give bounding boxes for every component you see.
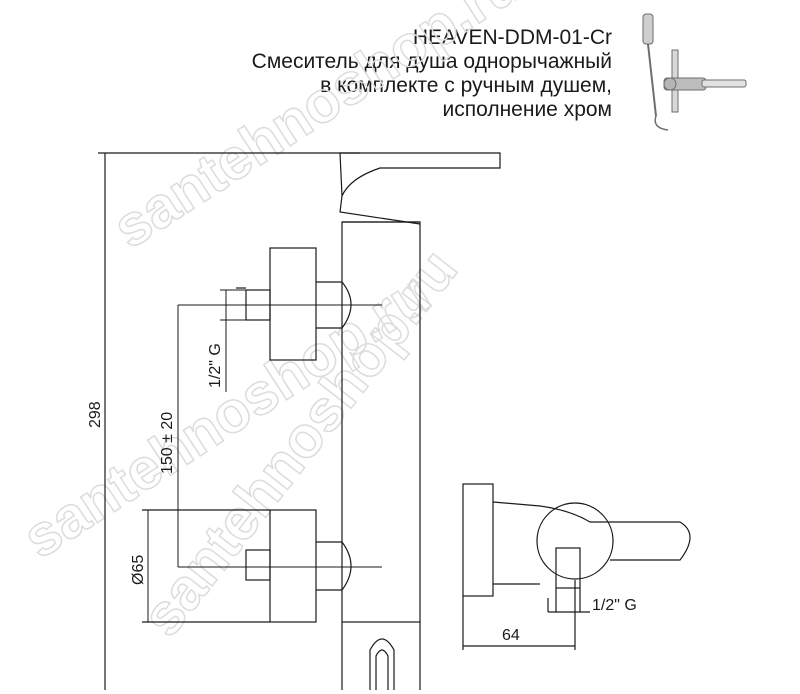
- dim-inlet-spacing: 150 ± 20: [159, 412, 176, 474]
- watermark: santehnoshop.ru santehnoshop.ru santehno…: [11, 0, 532, 649]
- dim-diameter: Ø65: [130, 555, 147, 585]
- side-view: [462, 483, 691, 650]
- description-line-2: в комплекте с ручным душем,: [320, 74, 612, 97]
- product-photo: [642, 13, 747, 131]
- description-line-1: Смеситель для душа однорычажный: [251, 50, 612, 73]
- title-block: HEAVEN-DDM-01-Cr Смеситель для душа одно…: [252, 26, 612, 122]
- model-name: HEAVEN-DDM-01-Cr: [412, 26, 612, 49]
- dimension-lines: [104, 153, 382, 690]
- dim-depth: 64: [502, 627, 520, 644]
- dim-thread-left: 1/2" G: [207, 343, 224, 388]
- dim-total-height: 298: [87, 401, 104, 428]
- dim-thread-right: 1/2" G: [592, 597, 637, 614]
- watermark-text-1: santehnoshop.ru: [102, 0, 532, 261]
- description-line-3: исполнение хром: [442, 98, 613, 121]
